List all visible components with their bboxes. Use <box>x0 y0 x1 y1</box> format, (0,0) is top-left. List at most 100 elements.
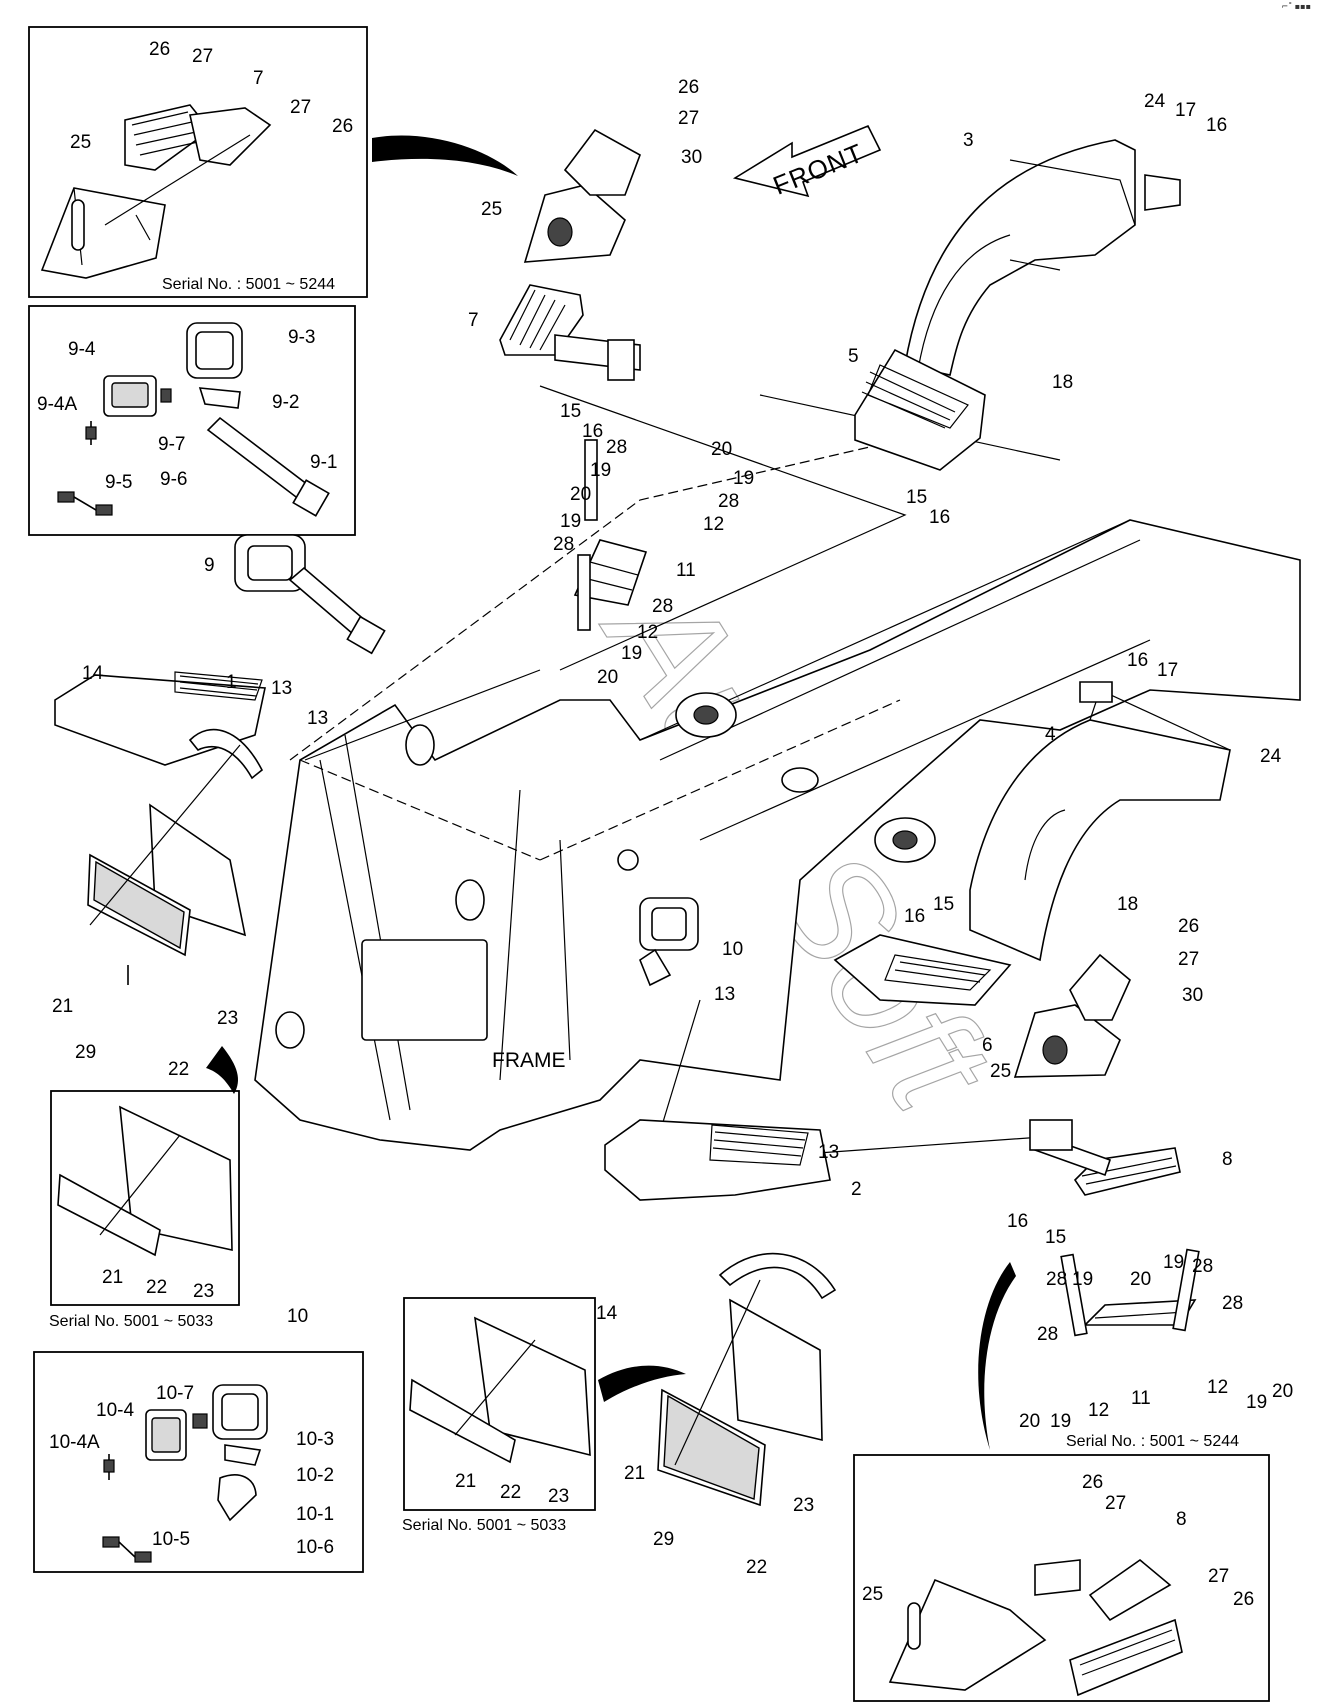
callout-22: 22 <box>168 1059 189 1080</box>
callout-21: 21 <box>455 1471 476 1492</box>
callout-10-3: 10-3 <box>296 1429 334 1450</box>
frame-label: FRAME <box>492 1049 566 1072</box>
callout-23: 23 <box>548 1486 569 1507</box>
fender-1 <box>54 671 266 985</box>
callout-15: 15 <box>906 487 927 508</box>
callout-30: 30 <box>681 147 702 168</box>
callout-30: 30 <box>1182 985 1203 1006</box>
callout-19: 19 <box>621 643 642 664</box>
lamp-9-installed <box>234 534 386 655</box>
callout-9-4a: 9-4A <box>37 394 77 415</box>
callout-26: 26 <box>1233 1589 1254 1610</box>
callout-19: 19 <box>733 468 754 489</box>
callout-23: 23 <box>193 1281 214 1302</box>
callout-20: 20 <box>1272 1381 1293 1402</box>
callout-18: 18 <box>1052 372 1073 393</box>
callout-9: 9 <box>204 555 215 576</box>
callout-28: 28 <box>718 491 739 512</box>
callout-26: 26 <box>149 39 170 60</box>
sweep-arrow-mid-left <box>206 1046 238 1094</box>
callout-12: 12 <box>703 514 724 535</box>
callout-13: 13 <box>271 678 292 699</box>
step-6 <box>833 934 1012 1006</box>
callout-15: 15 <box>560 401 581 422</box>
callout-12: 12 <box>1207 1377 1228 1398</box>
callout-10-4a: 10-4A <box>49 1432 100 1453</box>
callout-26: 26 <box>1178 916 1199 937</box>
step-7 <box>499 284 641 381</box>
callout-13: 13 <box>818 1142 839 1163</box>
inset-flap-mid-center <box>409 1316 591 1464</box>
callout-28: 28 <box>606 437 627 458</box>
serial-note-top-left: Serial No. : 5001 ~ 5244 <box>162 276 335 293</box>
corner-mark: ⌐˚ ▪▪▪ <box>1281 2 1311 11</box>
callout-16: 16 <box>1127 650 1148 671</box>
callout-23: 23 <box>217 1008 238 1029</box>
callout-9-5: 9-5 <box>105 472 132 493</box>
callout-16: 16 <box>582 421 603 442</box>
callout-9-7: 9-7 <box>158 434 185 455</box>
callout-14: 14 <box>82 663 104 684</box>
callout-27: 27 <box>192 46 213 67</box>
step-8 <box>1029 1119 1181 1196</box>
callout-10-6: 10-6 <box>296 1537 334 1558</box>
callout-20: 20 <box>1130 1269 1151 1290</box>
callout-22: 22 <box>746 1557 767 1578</box>
inset-box-mid-center <box>403 1297 596 1511</box>
inset-flap-mid-left <box>57 1105 233 1257</box>
sweep-arrow-mid-center <box>598 1365 686 1402</box>
callout-10-4: 10-4 <box>96 1400 134 1421</box>
callout-19: 19 <box>1246 1392 1267 1413</box>
callout-29: 29 <box>75 1042 96 1063</box>
serial-note-bottom-right: Serial No. : 5001 ~ 5244 <box>1066 1433 1239 1450</box>
step-11-upper <box>573 439 648 631</box>
sweep-arrow-top <box>372 135 518 176</box>
fender-3 <box>904 139 1181 376</box>
callout-19: 19 <box>1163 1252 1184 1273</box>
callout-16: 16 <box>1206 115 1227 136</box>
callout-29: 29 <box>653 1529 674 1550</box>
callout-20: 20 <box>597 667 618 688</box>
callout-27: 27 <box>1105 1493 1126 1514</box>
callout-3: 3 <box>963 130 974 151</box>
callout-16: 16 <box>904 906 925 927</box>
front-arrow: FRONT <box>732 124 882 201</box>
callout-16: 16 <box>1007 1211 1028 1232</box>
callout-25: 25 <box>862 1584 883 1605</box>
callout-15: 15 <box>933 894 954 915</box>
callout-13: 13 <box>307 708 328 729</box>
callout-21: 21 <box>52 996 73 1017</box>
callout-10-2: 10-2 <box>296 1465 334 1486</box>
callout-5: 5 <box>848 346 859 367</box>
callout-28: 28 <box>1037 1324 1058 1345</box>
callout-7: 7 <box>468 310 479 331</box>
callout-19: 19 <box>1050 1411 1071 1432</box>
callout-1: 1 <box>226 672 237 693</box>
fender-4 <box>969 681 1231 962</box>
callout-20: 20 <box>1019 1411 1040 1432</box>
callout-10: 10 <box>287 1306 308 1327</box>
callout-26: 26 <box>1082 1472 1103 1493</box>
fender-2 <box>604 1119 837 1507</box>
callout-4: 4 <box>1045 724 1056 745</box>
callout-21: 21 <box>624 1463 645 1484</box>
callout-22: 22 <box>146 1277 167 1298</box>
callout-19: 19 <box>560 511 581 532</box>
callout-17: 17 <box>1157 660 1178 681</box>
callout-28: 28 <box>1046 1269 1067 1290</box>
callout-16: 16 <box>929 507 950 528</box>
callout-12: 12 <box>1088 1400 1109 1421</box>
callout-26: 26 <box>678 77 699 98</box>
callout-26: 26 <box>332 116 353 137</box>
callout-27: 27 <box>1178 949 1199 970</box>
callout-14: 14 <box>596 1303 618 1324</box>
step-11-lower <box>1060 1248 1200 1337</box>
inset-box-lamp-9 <box>28 305 356 536</box>
lamp-10-installed <box>639 897 699 987</box>
callout-6: 6 <box>982 1035 993 1056</box>
callout-20: 20 <box>711 439 732 460</box>
callout-8: 8 <box>1176 1509 1187 1530</box>
callout-18: 18 <box>1117 894 1138 915</box>
callout-9-2: 9-2 <box>272 392 299 413</box>
